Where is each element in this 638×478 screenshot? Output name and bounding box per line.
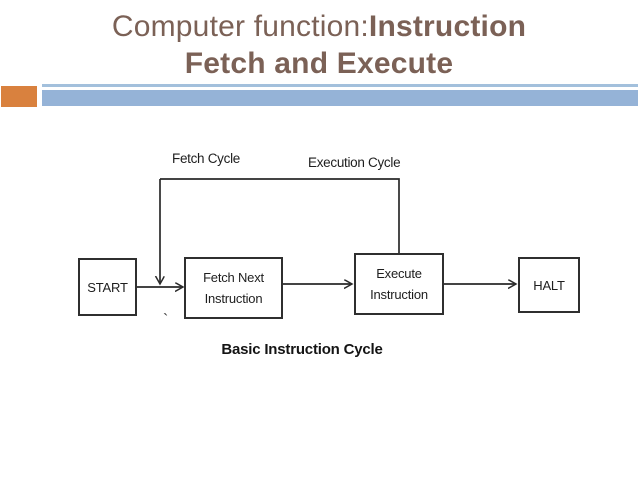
box-fetch-next-instruction: Fetch Next Instruction (184, 257, 283, 319)
page-title: Computer function:Instruction Fetch and … (0, 8, 638, 82)
accent-bar-orange (1, 86, 37, 107)
diagram-caption: Basic Instruction Cycle (221, 341, 383, 358)
page-title-line2: Fetch and Execute (184, 47, 454, 80)
box-start: START (78, 258, 137, 316)
accent-bar-blue (42, 90, 638, 106)
box-execute-instruction: Execute Instruction (354, 253, 444, 315)
page-title-bold-part: Instruction (368, 10, 527, 43)
page-title-line1: Computer function:Instruction (0, 8, 638, 45)
stray-scan-mark: ` (163, 312, 169, 329)
page-title-regular-part: Computer function: (111, 10, 369, 43)
box-halt: HALT (518, 257, 580, 313)
execution-cycle-label: Execution Cycle (308, 155, 401, 170)
accent-underline (42, 84, 638, 87)
return-path-line (160, 178, 400, 253)
fetch-cycle-label: Fetch Cycle (172, 151, 240, 166)
